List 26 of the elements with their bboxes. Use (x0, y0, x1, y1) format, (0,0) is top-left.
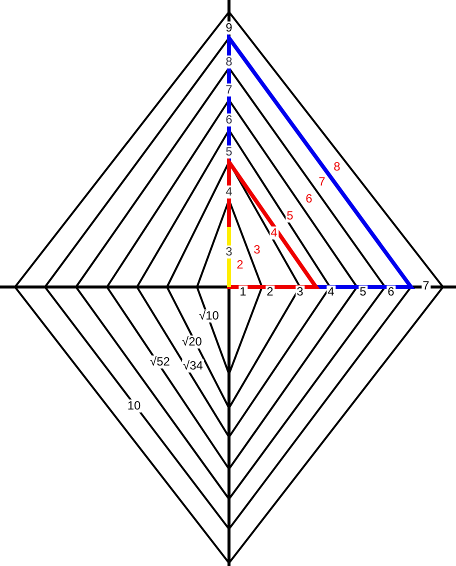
length-label: √20 (181, 336, 203, 348)
axis-number: 4 (326, 286, 336, 298)
axis-number: 6 (224, 114, 234, 126)
level-number: 2 (236, 258, 244, 272)
axis-number: 5 (358, 286, 368, 298)
level-number: 6 (304, 192, 314, 206)
level-number: 8 (332, 160, 342, 174)
length-label: √52 (149, 356, 171, 368)
axis-number: 4 (224, 186, 234, 198)
length-label: √10 (198, 310, 220, 322)
axis-number: 2 (266, 286, 274, 298)
level-number: 5 (286, 210, 294, 222)
axis-number: 3 (296, 286, 304, 298)
level-number: 3 (252, 244, 262, 256)
axis-number: 1 (238, 286, 248, 298)
axis-number: 7 (224, 84, 234, 96)
axis-number: 5 (224, 146, 234, 158)
axis-number: 8 (224, 56, 234, 68)
axis-number: 7 (422, 280, 430, 292)
length-label: √34 (182, 360, 204, 372)
axis-number: 3 (224, 246, 234, 258)
length-label: 10 (126, 400, 142, 412)
axis-number: 6 (386, 286, 396, 298)
level-number: 4 (270, 226, 278, 240)
axis-number: 9 (224, 22, 234, 34)
level-number: 7 (318, 176, 326, 188)
